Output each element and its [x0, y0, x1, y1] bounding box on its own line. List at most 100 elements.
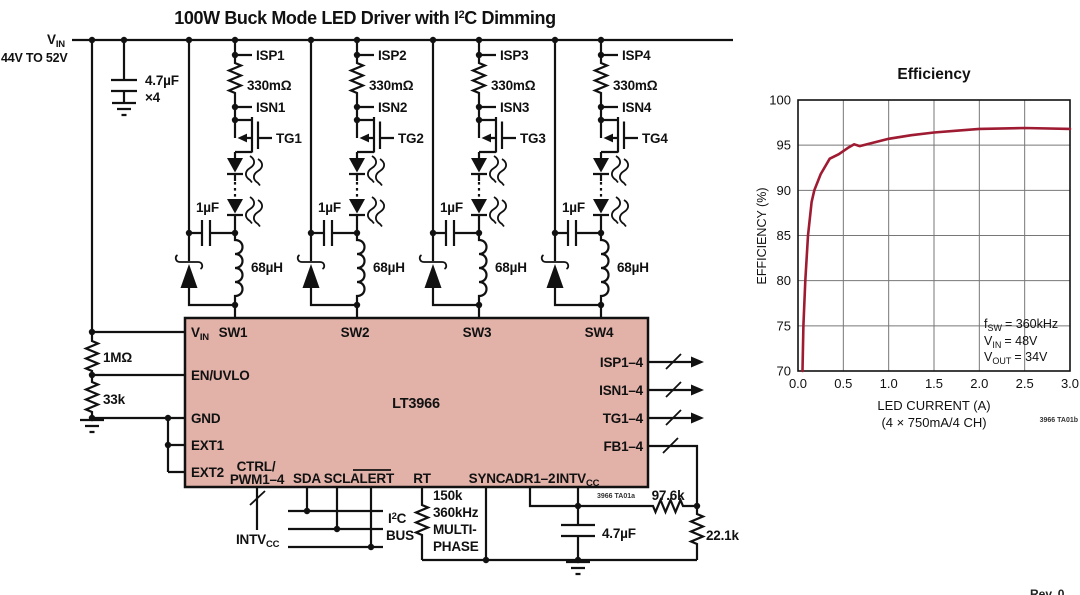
pin-ext2: EXT2	[191, 465, 224, 480]
i2c-label-line2: BUS	[386, 528, 414, 543]
channel-1: ISP1 330mΩ ISN1 TG1 1µF 68µH	[174, 35, 303, 320]
isp-label: ISP1	[256, 48, 285, 63]
inductor-label: 68µH	[373, 260, 405, 275]
sense-resistor-label: 330mΩ	[613, 78, 658, 93]
pin-ctrl-line2: PWM1–4	[230, 472, 285, 487]
vin-range-label: 44V TO 52V	[1, 51, 68, 65]
fb-wire	[648, 444, 699, 506]
pin-sw3: SW3	[463, 325, 492, 340]
y-tick-label: 75	[777, 318, 791, 333]
sense-resistor-label: 330mΩ	[247, 78, 292, 93]
ground-symbol	[110, 101, 138, 117]
chart-ylabel: EFFICIENCY (%)	[755, 188, 769, 285]
pin-ctrl-line1: CTRL/	[237, 459, 276, 474]
out-cap-label: 1µF	[318, 200, 341, 215]
x-tick-label: 0.5	[834, 376, 852, 391]
pin-fb1-4: FB1–4	[603, 439, 643, 454]
chart-xlabel2: (4 × 750mA/4 CH)	[881, 415, 986, 430]
x-tick-label: 0.0	[789, 376, 807, 391]
pin-alert: ALERT	[350, 471, 395, 486]
isn-label: ISN2	[378, 100, 407, 115]
isp-label: ISP2	[378, 48, 406, 63]
pin-en-uvlo: EN/UVLO	[191, 368, 250, 383]
ground-symbol	[564, 560, 592, 576]
channel-3: ISP3 330mΩ ISN3 TG3 1µF 68µH	[418, 35, 547, 320]
r-33k-label: 33k	[103, 392, 126, 407]
input-cap-value: 4.7µF	[145, 73, 179, 88]
schematic-title: 100W Buck Mode LED Driver with I2C Dimmi…	[174, 8, 555, 28]
x-tick-label: 1.0	[880, 376, 898, 391]
r-97k6-label: 97.6k	[652, 488, 685, 503]
input-cap-mult: ×4	[145, 90, 161, 105]
x-tick-label: 3.0	[1061, 376, 1079, 391]
pin-adr: ADR1–2	[505, 471, 556, 486]
chart-title: Efficiency	[897, 66, 971, 83]
pin-vin: VIN	[191, 325, 209, 343]
rt-label-3: MULTI-	[433, 522, 477, 537]
channel-4: ISP4 330mΩ ISN4 TG4 1µF 68µH	[540, 35, 669, 320]
pin-isn1-4: ISN1–4	[599, 383, 644, 398]
footer-revision: Rev. 0	[1030, 587, 1065, 595]
pin-gnd: GND	[191, 411, 221, 426]
isp-label: ISP3	[500, 48, 529, 63]
out-cap-label: 1µF	[562, 200, 585, 215]
chart-note: 3966 TA01b	[1040, 417, 1078, 424]
r-1meg-label: 1MΩ	[103, 350, 132, 365]
tg-label: TG2	[398, 131, 424, 146]
out-cap-label: 1µF	[440, 200, 463, 215]
tg-label: TG1	[276, 131, 302, 146]
ic-block	[183, 316, 650, 489]
pin-sda: SDA	[293, 471, 321, 486]
r-22k1-label: 22.1k	[706, 528, 739, 543]
pin-sw2: SW2	[341, 325, 370, 340]
rt-label-1: 150k	[433, 488, 463, 503]
pin-isp1-4: ISP1–4	[600, 355, 644, 370]
y-tick-label: 100	[769, 93, 791, 108]
rt-label-2: 360kHz	[433, 505, 479, 520]
pin-rt: RT	[413, 471, 432, 486]
isn-label: ISN4	[622, 100, 652, 115]
x-tick-label: 2.0	[970, 376, 988, 391]
rt-label-4: PHASE	[433, 539, 479, 554]
annotation-fsw: fSW= 360kHz	[984, 317, 1058, 333]
schematic-note: 3966 TA01a	[597, 493, 635, 500]
y-tick-label: 80	[777, 273, 791, 288]
ic-part-number: LT3966	[392, 396, 440, 412]
annotation-vout: VOUT= 34V	[984, 350, 1048, 366]
chart-frame	[797, 99, 1071, 372]
y-tick-label: 70	[777, 364, 791, 379]
tg-label: TG3	[520, 131, 546, 146]
sense-resistor-label: 330mΩ	[491, 78, 536, 93]
inductor-label: 68µH	[495, 260, 527, 275]
isn-label: ISN1	[256, 100, 286, 115]
tg-label: TG4	[642, 131, 668, 146]
sense-resistor-label: 330mΩ	[369, 78, 414, 93]
channel-2: ISP2 330mΩ ISN2 TG2 1µF 68µH	[296, 35, 424, 320]
pin-intvcc: INTVCC	[556, 471, 600, 489]
vin-label: VIN	[47, 32, 65, 50]
chart-xlabel: LED CURRENT (A)	[877, 398, 990, 413]
output-bus-arrows	[648, 353, 704, 506]
pin-scl: SCL	[324, 471, 350, 486]
uvlo-divider-resistors	[83, 40, 101, 418]
bottom-nets: INTVCC I2C BUS 150k 360kHz MULTI- PHASE …	[236, 487, 740, 576]
y-tick-label: 90	[777, 183, 791, 198]
x-tick-label: 1.5	[925, 376, 943, 391]
chart-gridlines	[798, 100, 1070, 371]
pin-ext1: EXT1	[191, 438, 225, 453]
input-cap	[111, 40, 137, 103]
inductor-label: 68µH	[251, 260, 283, 275]
y-tick-label: 95	[777, 138, 791, 153]
i2c-label-line1: I2C	[388, 511, 407, 526]
y-tick-label: 85	[777, 228, 791, 243]
annotation-vin: VIN= 48V	[984, 334, 1038, 350]
isp-label: ISP4	[622, 48, 651, 63]
efficiency-curve	[801, 126, 1072, 373]
out-cap-label: 1µF	[196, 200, 219, 215]
isn-label: ISN3	[500, 100, 530, 115]
inductor-label: 68µH	[617, 260, 649, 275]
pin-sw4: SW4	[585, 325, 614, 340]
